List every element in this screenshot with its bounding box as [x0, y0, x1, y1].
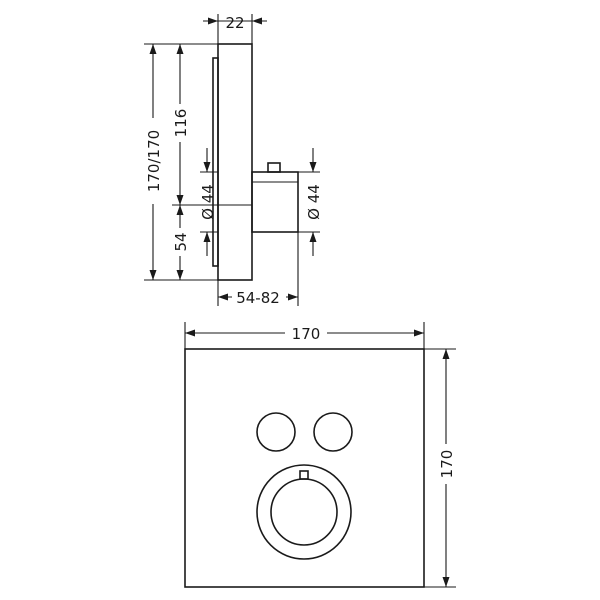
side-thermostat-body [251, 171, 299, 233]
dim-right-diameter: Ø 44 [298, 148, 323, 256]
install-depth-label: 54-82 [236, 289, 280, 307]
dim-total-height: 170/170 [143, 44, 163, 280]
thermostat-indicator [299, 470, 309, 480]
side-thermostat-nub [267, 162, 281, 173]
right-diameter-label: Ø 44 [305, 184, 323, 220]
left-push-button [256, 412, 296, 452]
side-cover-plate [217, 43, 253, 281]
dim-depth-22: 22 [203, 14, 267, 44]
front-width-label: 170 [292, 325, 321, 343]
depth-label: 22 [225, 14, 244, 32]
dim-front-height: 170 [424, 348, 456, 588]
dim-install-depth: 54-82 [217, 232, 299, 307]
dim-lower-54: 54 [170, 205, 190, 280]
front-cover-plate [184, 348, 425, 588]
dim-front-width: 170 [184, 322, 425, 349]
dim-upper-116: 116 [170, 44, 190, 205]
dim-left-diameter: Ø 44 [199, 148, 218, 256]
front-height-label: 170 [438, 450, 456, 479]
upper-height-label: 116 [172, 109, 190, 138]
side-view [212, 43, 299, 281]
lower-height-label: 54 [172, 232, 190, 251]
side-plate-back-step [212, 57, 219, 267]
right-push-button [313, 412, 353, 452]
front-view [184, 348, 425, 588]
total-height-label: 170/170 [145, 130, 163, 192]
thermostat-knob [270, 478, 338, 546]
thermostat-ring [256, 464, 352, 560]
left-diameter-label: Ø 44 [199, 184, 217, 220]
